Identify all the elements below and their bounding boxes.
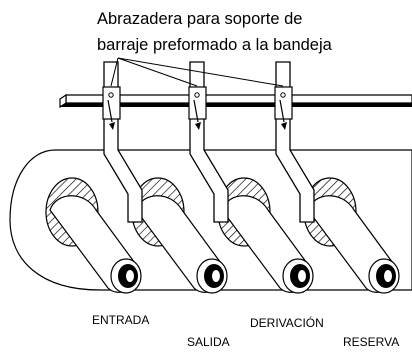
label-salida: SALIDA <box>187 335 230 349</box>
bushing-3 <box>217 177 314 294</box>
label-entrada: ENTRADA <box>92 313 150 327</box>
label-derivacion: DERIVACIÓN <box>250 316 324 330</box>
bushing-2 <box>131 177 228 294</box>
bushing-1 <box>45 177 142 294</box>
bushing-4 <box>303 177 400 294</box>
busbar <box>59 93 412 109</box>
caption-line-1: Abrazadera para soporte de <box>97 10 303 28</box>
leader-lines <box>110 57 284 87</box>
caption-line-2: barraje preformado a la bandeja <box>97 36 332 54</box>
clamp-3 <box>274 61 315 223</box>
clamp-2 <box>188 61 229 223</box>
label-reserva: RESERVA <box>343 335 400 349</box>
clamp-1 <box>102 61 143 223</box>
